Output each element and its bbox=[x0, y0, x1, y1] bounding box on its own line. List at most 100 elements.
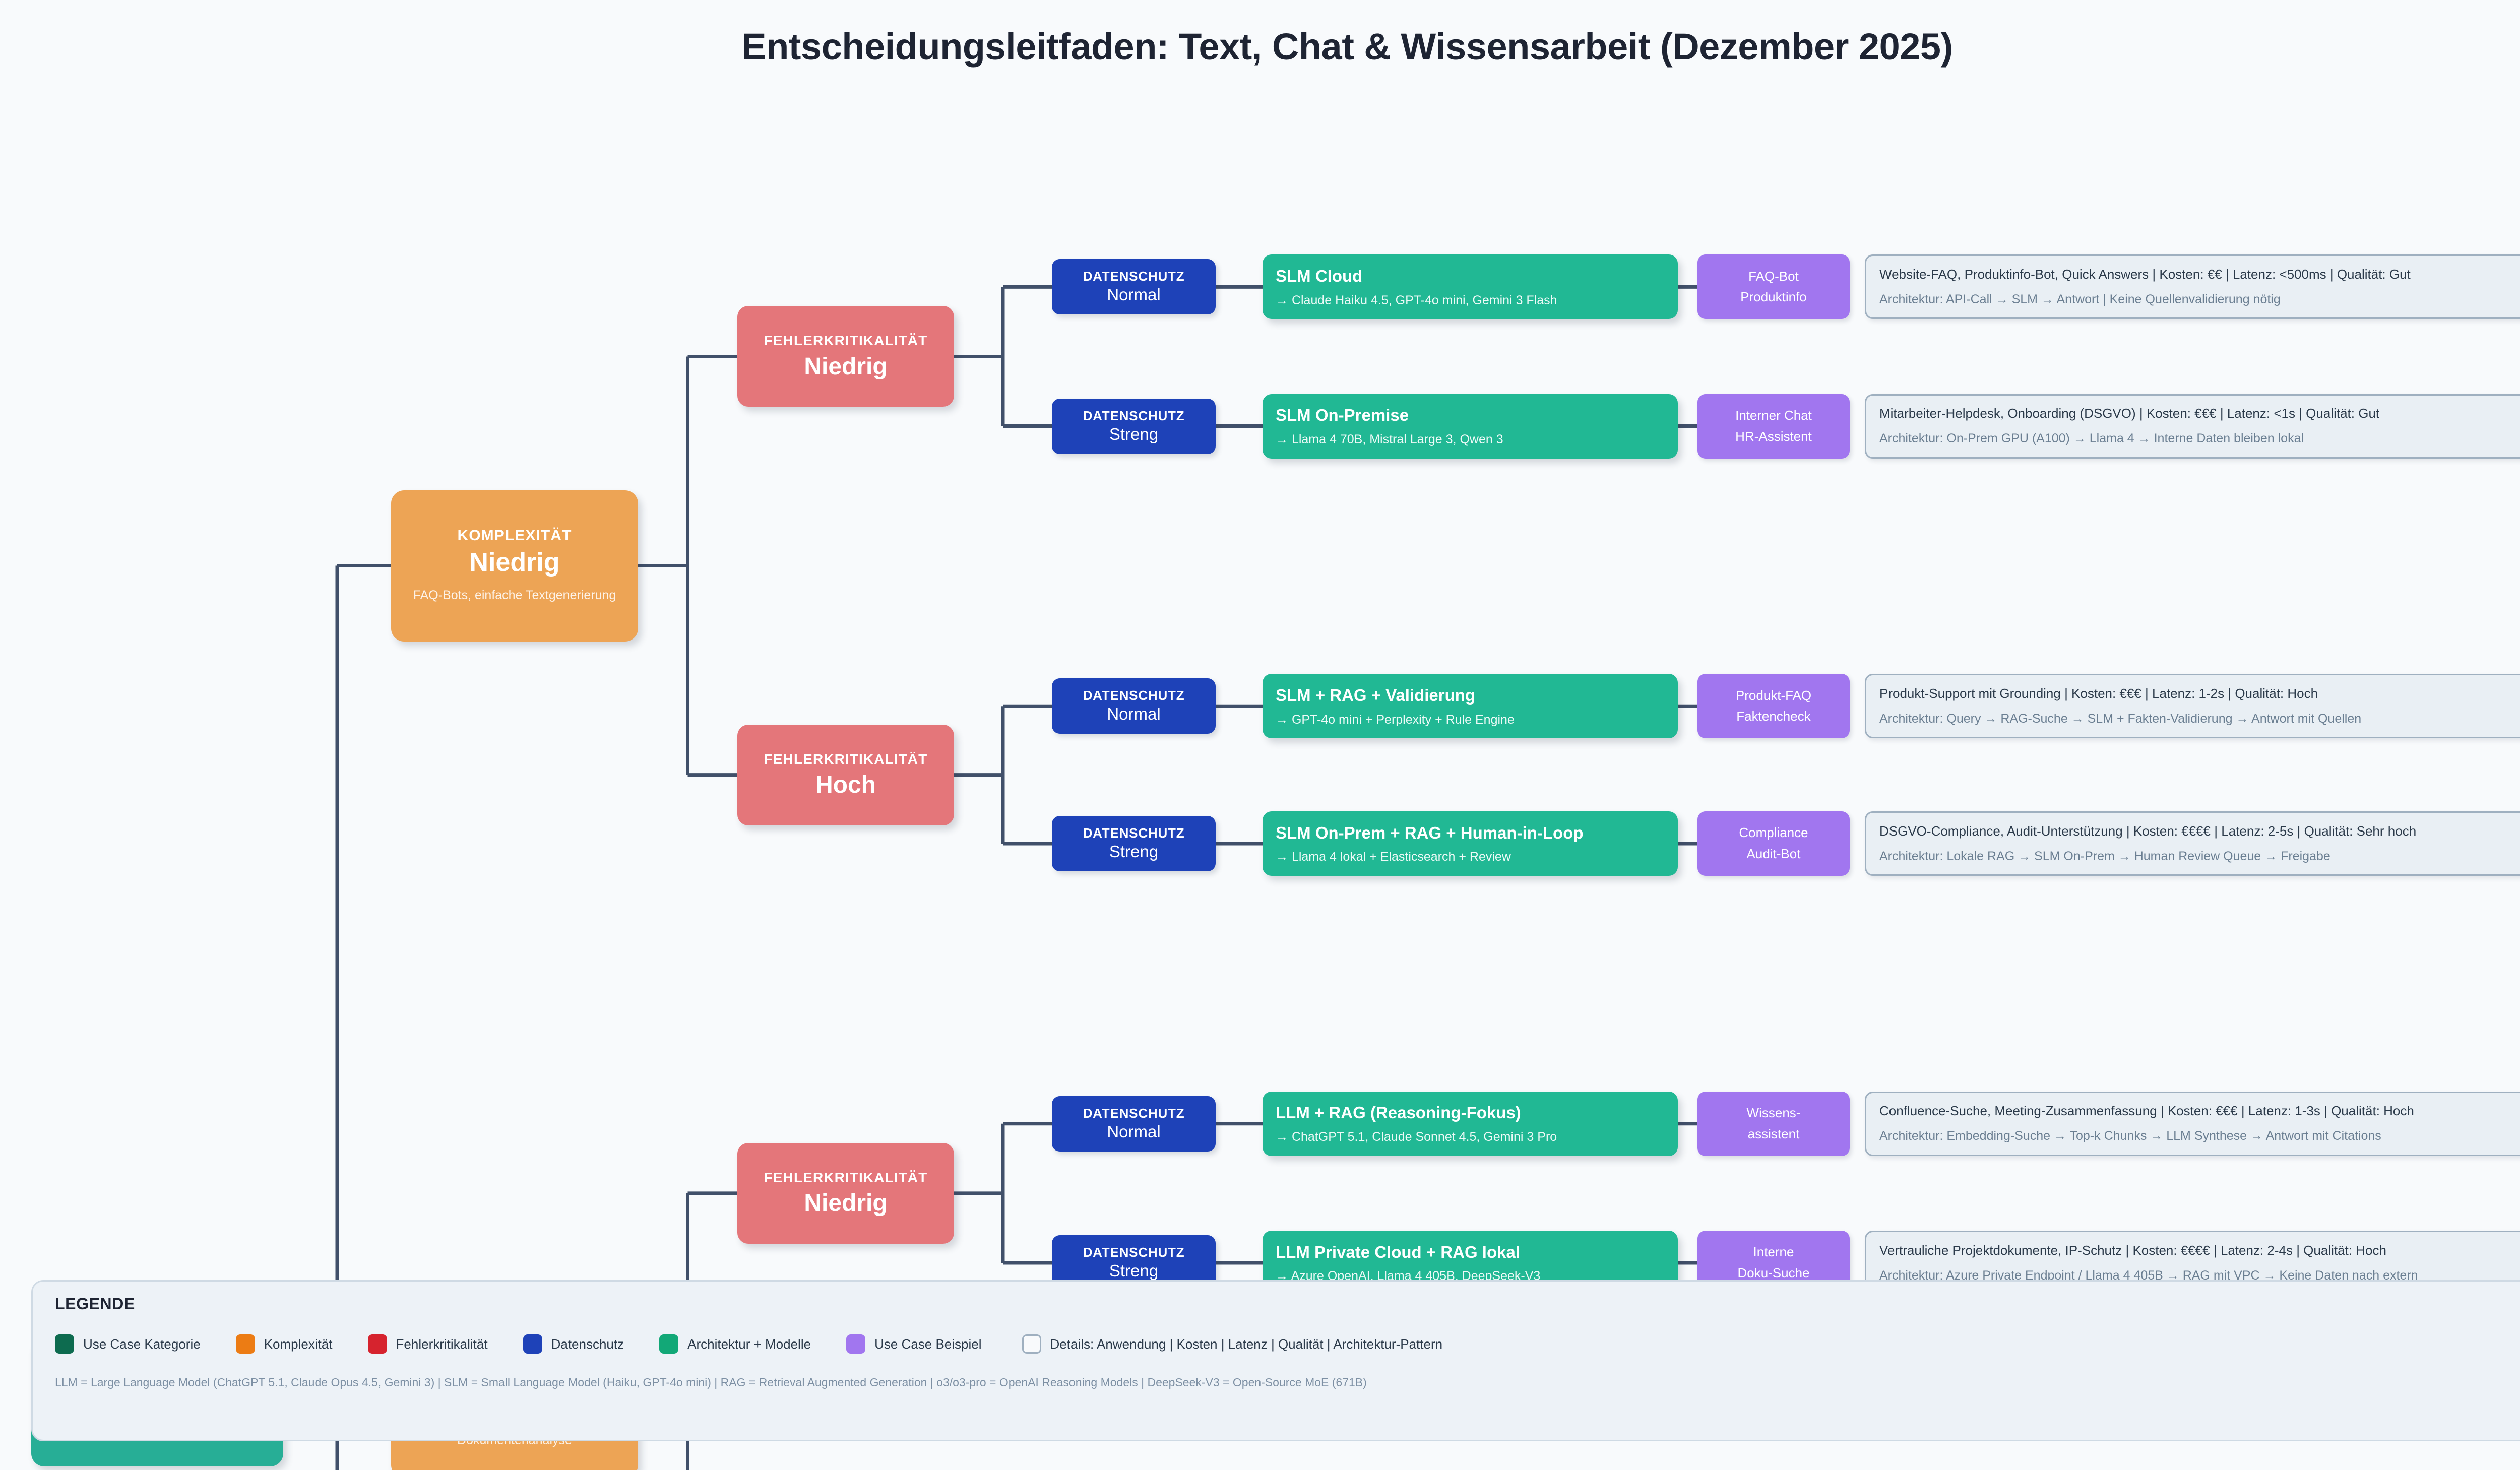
architecture-title: SLM + RAG + Validierung bbox=[1276, 685, 1476, 705]
usecase-node-1[interactable]: Interner Chat HR-Assistent bbox=[1697, 394, 1850, 459]
legend-label: Architektur + Modelle bbox=[687, 1336, 811, 1352]
detail-architecture: Architektur: Embedding-Suche → Top-k Chu… bbox=[1879, 1129, 2381, 1143]
criticality-node-1[interactable]: FEHLERKRITIKALITÄT Hoch bbox=[737, 724, 954, 825]
detail-architecture: Architektur: Azure Private Endpoint / Ll… bbox=[1879, 1268, 2418, 1283]
usecase-line1: Interner Chat bbox=[1735, 407, 1812, 423]
usecase-node-2[interactable]: Produkt-FAQ Faktencheck bbox=[1697, 674, 1850, 739]
legend-swatch-2 bbox=[367, 1334, 387, 1354]
usecase-line2: HR-Assistent bbox=[1735, 428, 1812, 444]
legend-swatch-4 bbox=[659, 1334, 679, 1354]
privacy-node-3[interactable]: DATENSCHUTZ Streng bbox=[1052, 816, 1216, 872]
architecture-models: → Claude Haiku 4.5, GPT-4o mini, Gemini … bbox=[1276, 293, 1557, 307]
legend-label: Details: Anwendung | Kosten | Latenz | Q… bbox=[1050, 1336, 1443, 1352]
usecase-line1: FAQ-Bot bbox=[1748, 268, 1799, 284]
legend-label: Use Case Kategorie bbox=[83, 1336, 201, 1352]
legend-label: Use Case Beispiel bbox=[874, 1336, 982, 1352]
architecture-models: → Llama 4 lokal + Elasticsearch + Review bbox=[1276, 850, 1511, 864]
architecture-models: → GPT-4o mini + Perplexity + Rule Engine bbox=[1276, 712, 1515, 727]
detail-summary: Website-FAQ, Produktinfo-Bot, Quick Answ… bbox=[1879, 266, 2411, 282]
legend-item-4: Architektur + Modelle bbox=[659, 1334, 811, 1354]
usecase-line1: Interne bbox=[1753, 1244, 1794, 1260]
detail-summary: Produkt-Support mit Grounding | Kosten: … bbox=[1879, 685, 2318, 701]
architecture-title: LLM + RAG (Reasoning-Fokus) bbox=[1276, 1103, 1521, 1122]
detail-architecture: Architektur: On-Prem GPU (A100) → Llama … bbox=[1879, 431, 2304, 446]
usecase-line2: assistent bbox=[1747, 1126, 1800, 1141]
criticality-level: Niedrig bbox=[804, 1190, 888, 1217]
architecture-title: SLM On-Premise bbox=[1276, 406, 1409, 425]
legend-item-1: Komplexität bbox=[235, 1334, 333, 1354]
detail-architecture: Architektur: Query → RAG-Suche → SLM + F… bbox=[1879, 711, 2362, 726]
usecase-line1: Compliance bbox=[1739, 825, 1808, 841]
privacy-level: Normal bbox=[1107, 705, 1161, 724]
legend-heading: LEGENDE bbox=[55, 1295, 135, 1313]
privacy-node-2[interactable]: DATENSCHUTZ Normal bbox=[1052, 678, 1216, 734]
usecase-line1: Produkt-FAQ bbox=[1735, 687, 1812, 703]
usecase-node-4[interactable]: Wissens- assistent bbox=[1697, 1091, 1850, 1156]
complexity-subtitle: FAQ-Bots, einfache Textgenerierung bbox=[413, 588, 616, 603]
privacy-level: Normal bbox=[1107, 1122, 1161, 1141]
legend-label: Komplexität bbox=[264, 1336, 333, 1352]
privacy-node-1[interactable]: DATENSCHUTZ Streng bbox=[1052, 398, 1216, 454]
legend-label: Fehlerkritikalität bbox=[396, 1336, 488, 1352]
complexity-level: Niedrig bbox=[469, 547, 560, 577]
usecase-line2: Doku-Suche bbox=[1737, 1265, 1810, 1281]
usecase-node-0[interactable]: FAQ-Bot Produktinfo bbox=[1697, 254, 1850, 319]
privacy-node-0[interactable]: DATENSCHUTZ Normal bbox=[1052, 259, 1216, 315]
architecture-node-0[interactable]: SLM Cloud → Claude Haiku 4.5, GPT-4o min… bbox=[1263, 254, 1678, 319]
legend-swatch-3 bbox=[523, 1334, 542, 1354]
usecase-node-3[interactable]: Compliance Audit-Bot bbox=[1697, 811, 1850, 876]
detail-box-0[interactable]: Website-FAQ, Produktinfo-Bot, Quick Answ… bbox=[1865, 254, 2520, 319]
criticality-node-2[interactable]: FEHLERKRITIKALITÄT Niedrig bbox=[737, 1142, 954, 1244]
architecture-node-1[interactable]: SLM On-Premise → Llama 4 70B, Mistral La… bbox=[1263, 394, 1678, 459]
detail-box-2[interactable]: Produkt-Support mit Grounding | Kosten: … bbox=[1865, 674, 2520, 739]
privacy-level: Normal bbox=[1107, 285, 1161, 304]
usecase-line1: Wissens- bbox=[1746, 1105, 1801, 1121]
architecture-node-3[interactable]: SLM On-Prem + RAG + Human-in-Loop → Llam… bbox=[1263, 811, 1678, 876]
legend-label: Datenschutz bbox=[551, 1336, 624, 1352]
detail-box-1[interactable]: Mitarbeiter-Helpdesk, Onboarding (DSGVO)… bbox=[1865, 394, 2520, 459]
complexity-kicker: KOMPLEXITÄT bbox=[457, 527, 572, 544]
criticality-level: Hoch bbox=[815, 771, 876, 798]
detail-box-3[interactable]: DSGVO-Compliance, Audit-Unterstützung | … bbox=[1865, 811, 2520, 876]
architecture-node-2[interactable]: SLM + RAG + Validierung → GPT-4o mini + … bbox=[1263, 674, 1678, 739]
legend-item-2: Fehlerkritikalität bbox=[367, 1334, 488, 1354]
legend-items: Use Case Kategorie Komplexität Fehlerkri… bbox=[55, 1334, 2520, 1354]
detail-architecture: Architektur: Lokale RAG → SLM On-Prem → … bbox=[1879, 849, 2330, 863]
legend-swatch-0 bbox=[55, 1334, 74, 1354]
architecture-title: SLM On-Prem + RAG + Human-in-Loop bbox=[1276, 823, 1584, 842]
architecture-title: SLM Cloud bbox=[1276, 267, 1363, 286]
usecase-line2: Faktencheck bbox=[1736, 709, 1811, 724]
detail-summary: DSGVO-Compliance, Audit-Unterstützung | … bbox=[1879, 823, 2417, 839]
criticality-level: Niedrig bbox=[804, 353, 888, 380]
privacy-kicker: DATENSCHUTZ bbox=[1083, 688, 1185, 704]
architecture-models: → ChatGPT 5.1, Claude Sonnet 4.5, Gemini… bbox=[1276, 1130, 1557, 1144]
privacy-kicker: DATENSCHUTZ bbox=[1083, 269, 1185, 284]
privacy-kicker: DATENSCHUTZ bbox=[1083, 408, 1185, 423]
architecture-models: → Llama 4 70B, Mistral Large 3, Qwen 3 bbox=[1276, 432, 1503, 446]
privacy-node-4[interactable]: DATENSCHUTZ Normal bbox=[1052, 1096, 1216, 1152]
legend-item-6: Details: Anwendung | Kosten | Latenz | Q… bbox=[1022, 1334, 1443, 1354]
privacy-kicker: DATENSCHUTZ bbox=[1083, 825, 1185, 841]
privacy-level: Streng bbox=[1109, 424, 1159, 443]
criticality-kicker: FEHLERKRITIKALITÄT bbox=[764, 751, 928, 767]
usecase-line2: Produktinfo bbox=[1740, 289, 1807, 305]
privacy-kicker: DATENSCHUTZ bbox=[1083, 1105, 1185, 1121]
detail-summary: Mitarbeiter-Helpdesk, Onboarding (DSGVO)… bbox=[1879, 406, 2380, 421]
usecase-line2: Audit-Bot bbox=[1746, 846, 1801, 862]
privacy-kicker: DATENSCHUTZ bbox=[1083, 1245, 1185, 1260]
architecture-node-4[interactable]: LLM + RAG (Reasoning-Fokus) → ChatGPT 5.… bbox=[1263, 1091, 1678, 1156]
legend-swatch-6 bbox=[1022, 1334, 1041, 1354]
detail-architecture: Architektur: API-Call → SLM → Antwort | … bbox=[1879, 292, 2281, 307]
detail-box-4[interactable]: Confluence-Suche, Meeting-Zusammenfassun… bbox=[1865, 1091, 2520, 1156]
criticality-kicker: FEHLERKRITIKALITÄT bbox=[764, 1169, 928, 1185]
legend-swatch-1 bbox=[235, 1334, 255, 1354]
legend-item-5: Use Case Beispiel bbox=[846, 1334, 982, 1354]
privacy-level: Streng bbox=[1109, 842, 1159, 861]
legend-swatch-5 bbox=[846, 1334, 866, 1354]
architecture-title: LLM Private Cloud + RAG lokal bbox=[1276, 1242, 1520, 1261]
detail-summary: Vertrauliche Projektdokumente, IP-Schutz… bbox=[1879, 1242, 2386, 1258]
complexity-node-0[interactable]: KOMPLEXITÄT Niedrig FAQ-Bots, einfache T… bbox=[391, 490, 638, 642]
criticality-node-0[interactable]: FEHLERKRITIKALITÄT Niedrig bbox=[737, 306, 954, 407]
legend-panel: LEGENDE Use Case Kategorie Komplexität F… bbox=[31, 1280, 2520, 1441]
